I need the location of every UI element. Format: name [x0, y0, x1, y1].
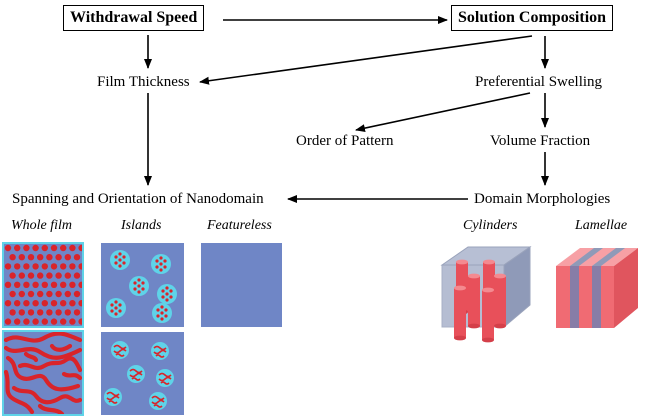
lamellae-cube-image: [556, 248, 638, 328]
label-cylinders: Cylinders: [463, 218, 518, 233]
node-order-of-pattern: Order of Pattern: [296, 133, 394, 149]
node-withdrawal-speed: Withdrawal Speed: [63, 5, 205, 31]
node-solution-composition: Solution Composition: [451, 5, 614, 31]
node-volume-fraction: Volume Fraction: [490, 133, 591, 149]
featureless-image: [201, 243, 282, 327]
label-featureless: Featureless: [207, 218, 272, 233]
label-lamellae: Lamellae: [575, 218, 628, 233]
whole-film-dots-image: [2, 242, 84, 328]
arrow-swelling-to-order: [355, 92, 531, 133]
node-domain-morphologies: Domain Morphologies: [474, 191, 611, 207]
label-whole-film: Whole film: [11, 218, 73, 233]
islands-stripes-image: [101, 332, 184, 415]
whole-film-stripes-image: [2, 330, 84, 416]
arrow-composition-to-thickness: [199, 35, 533, 85]
cylinders-cube-image: [440, 246, 532, 343]
node-film-thickness: Film Thickness: [97, 74, 190, 90]
node-preferential-swelling: Preferential Swelling: [475, 74, 603, 90]
label-islands: Islands: [121, 218, 162, 233]
node-spanning-orientation: Spanning and Orientation of Nanodomain: [12, 191, 264, 207]
islands-dots-image: [101, 243, 184, 327]
